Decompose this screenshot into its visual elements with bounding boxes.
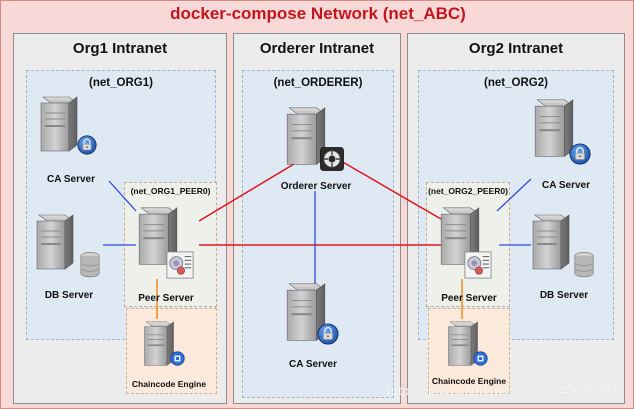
org1-chaincode-engine bbox=[144, 321, 185, 366]
orderer-ca-server-label: CA Server bbox=[289, 359, 337, 370]
org1-db-server-label: DB Server bbox=[44, 290, 94, 301]
orderer-intranet-panel: Orderer Intranet (net_ORDERER) bbox=[233, 33, 401, 404]
link-org2-ca-to-peer bbox=[496, 178, 532, 212]
server-icon bbox=[144, 321, 174, 366]
peer-badge-icon bbox=[464, 251, 492, 279]
database-icon bbox=[574, 251, 594, 278]
orderer-ca-server bbox=[286, 283, 339, 345]
org1-chaincode-engine-label: Chaincode Engine bbox=[131, 379, 207, 389]
org2-intranet-panel: Org2 Intranet (net_ORG2) (net_ORG2_PEER0… bbox=[407, 33, 625, 404]
chaincode-badge-icon bbox=[170, 351, 185, 366]
lock-badge-icon bbox=[77, 135, 97, 155]
org2-peer-server bbox=[440, 207, 492, 279]
server-icon bbox=[448, 321, 478, 366]
server-icon bbox=[286, 107, 326, 165]
orderer-server-label: Orderer Server bbox=[280, 181, 352, 192]
org2-db-server bbox=[532, 214, 594, 278]
org1-peer-network-label: (net_ORG1_PEER0) bbox=[130, 186, 211, 196]
server-icon bbox=[40, 96, 78, 152]
org2-ca-server-label: CA Server bbox=[542, 180, 590, 191]
lock-badge-icon bbox=[317, 323, 339, 345]
link-org1-peer-to-orderer bbox=[198, 160, 300, 222]
orderer-network-label: (net_ORDERER) bbox=[273, 77, 363, 89]
orderer-server bbox=[286, 107, 344, 171]
org2-peer-server-label: Peer Server bbox=[441, 293, 497, 304]
org1-peer-server bbox=[138, 207, 194, 279]
org2-intranet-title: Org2 Intranet bbox=[468, 40, 564, 57]
org1-network-label: (net_ORG1) bbox=[89, 77, 153, 89]
orderer-badge-icon bbox=[320, 147, 344, 171]
org2-chaincode-engine bbox=[448, 321, 488, 366]
server-icon bbox=[532, 214, 570, 270]
orderer-intranet-title: Orderer Intranet bbox=[259, 40, 375, 57]
server-icon bbox=[534, 99, 574, 157]
watermark-text: https://blog.csdn.net/weixin_45695381 bbox=[386, 383, 619, 398]
org1-db-server bbox=[36, 214, 100, 278]
org2-network-label: (net_ORG2) bbox=[484, 77, 548, 89]
server-icon bbox=[36, 214, 74, 270]
org2-ca-server bbox=[534, 99, 591, 165]
org2-peer-network-label: (net_ORG2_PEER0) bbox=[428, 186, 508, 196]
org1-peer-server-label: Peer Server bbox=[138, 293, 194, 304]
org1-ca-server-label: CA Server bbox=[47, 174, 95, 185]
link-orderer-to-org2-peer bbox=[340, 160, 442, 220]
diagram-title: docker-compose Network (net_ABC) bbox=[170, 4, 466, 23]
org1-intranet-title: Org1 Intranet bbox=[72, 40, 168, 57]
org2-chaincode-engine-label: Chaincode Engine bbox=[431, 376, 507, 386]
org1-ca-server bbox=[40, 96, 97, 155]
lock-badge-icon bbox=[569, 143, 591, 165]
link-org1-ca-to-peer bbox=[108, 180, 137, 212]
org2-db-server-label: DB Server bbox=[539, 290, 589, 301]
peer-badge-icon bbox=[166, 251, 194, 279]
database-icon bbox=[80, 251, 100, 278]
chaincode-badge-icon bbox=[473, 351, 488, 366]
